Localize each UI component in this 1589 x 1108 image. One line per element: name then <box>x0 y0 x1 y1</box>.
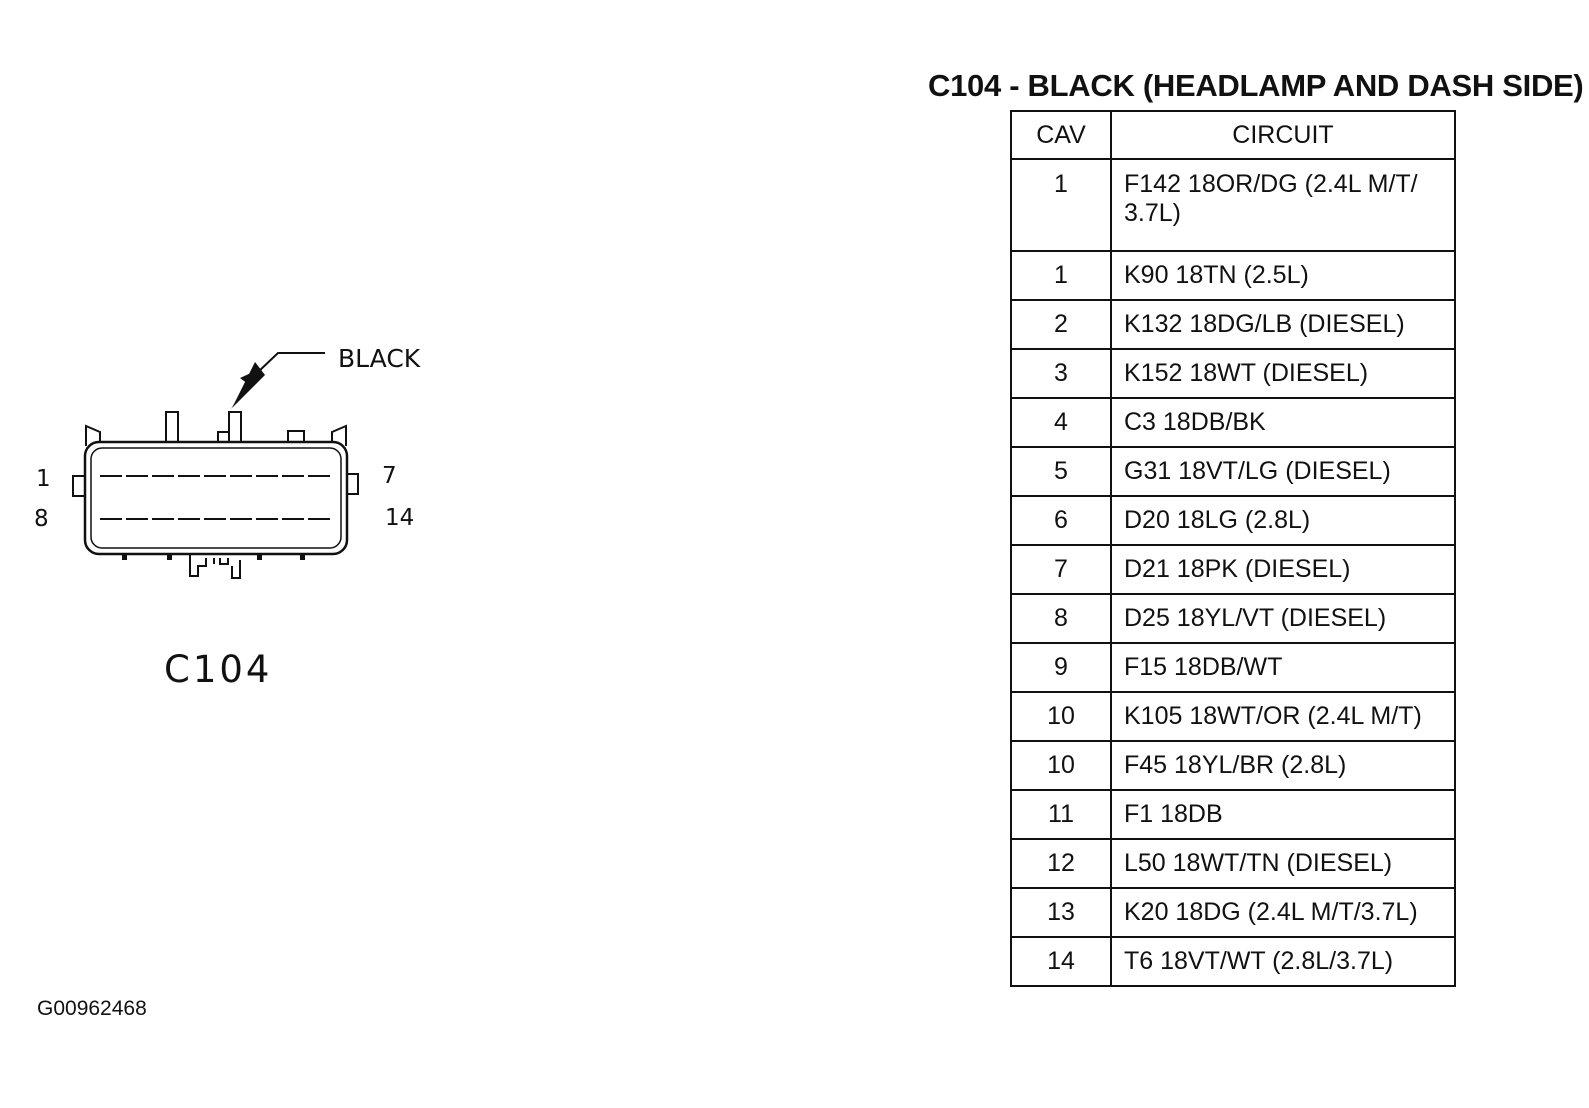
cell-cav: 10 <box>1010 691 1112 742</box>
cell-circuit: K105 18WT/OR (2.4L M/T) <box>1110 691 1456 742</box>
cell-cav: 3 <box>1010 348 1112 399</box>
cell-cav: 7 <box>1010 544 1112 595</box>
cell-circuit: F15 18DB/WT <box>1110 642 1456 693</box>
cell-circuit: T6 18VT/WT (2.8L/3.7L) <box>1110 936 1456 987</box>
cell-circuit: K132 18DG/LB (DIESEL) <box>1110 299 1456 350</box>
cell-cav: 5 <box>1010 446 1112 497</box>
cell-cav: 1 <box>1010 250 1112 301</box>
cell-cav: 11 <box>1010 789 1112 840</box>
connector-name: C104 <box>164 648 273 691</box>
connector-face <box>90 447 342 549</box>
leader-line <box>257 352 325 373</box>
connector-diagram <box>72 352 359 579</box>
cell-circuit: G31 18VT/LG (DIESEL) <box>1110 446 1456 497</box>
bottom-pin <box>122 554 127 560</box>
pin-label-top-left: 1 <box>36 466 51 492</box>
cell-cav: 4 <box>1010 397 1112 448</box>
cell-circuit: F45 18YL/BR (2.8L) <box>1110 740 1456 791</box>
latch-tab <box>228 411 242 445</box>
cell-circuit: C3 18DB/BK <box>1110 397 1456 448</box>
cell-cav: 2 <box>1010 299 1112 350</box>
cell-circuit: F1 18DB <box>1110 789 1456 840</box>
leader-arrowhead <box>232 362 265 408</box>
table-header-row: CAV CIRCUIT <box>1010 110 1456 160</box>
connector-color-label: BLACK <box>338 344 421 373</box>
cell-circuit: F142 18OR/DG (2.4L M/T/ 3.7L) <box>1110 158 1456 252</box>
pin-label-bottom-left: 8 <box>34 506 49 532</box>
cell-cav: 8 <box>1010 593 1112 644</box>
cell-cav: 13 <box>1010 887 1112 938</box>
pin-label-top-right: 7 <box>382 463 397 489</box>
cell-circuit: D25 18YL/VT (DIESEL) <box>1110 593 1456 644</box>
cell-cav: 6 <box>1010 495 1112 546</box>
header-cav: CAV <box>1010 110 1112 160</box>
cell-circuit: K90 18TN (2.5L) <box>1110 250 1456 301</box>
table-title: C104 - BLACK (HEADLAMP AND DASH SIDE) <box>928 68 1584 103</box>
cell-circuit: D21 18PK (DIESEL) <box>1110 544 1456 595</box>
cell-circuit: K20 18DG (2.4L M/T/3.7L) <box>1110 887 1456 938</box>
latch-tab <box>165 411 179 445</box>
pin-label-bottom-right: 14 <box>385 505 415 531</box>
bottom-pin <box>300 554 305 560</box>
connector-body <box>83 440 349 556</box>
bottom-pin <box>167 554 172 560</box>
bottom-pin <box>257 554 262 560</box>
cell-circuit: D20 18LG (2.8L) <box>1110 495 1456 546</box>
cell-cav: 12 <box>1010 838 1112 889</box>
cell-cav: 14 <box>1010 936 1112 987</box>
cell-cav: 1 <box>1010 158 1112 252</box>
cell-circuit: K152 18WT (DIESEL) <box>1110 348 1456 399</box>
cell-cav: 10 <box>1010 740 1112 791</box>
header-circuit: CIRCUIT <box>1110 110 1456 160</box>
cell-cav: 9 <box>1010 642 1112 693</box>
cell-circuit: L50 18WT/TN (DIESEL) <box>1110 838 1456 889</box>
bottom-terminals <box>189 554 241 579</box>
image-id-label: G00962468 <box>37 997 147 1020</box>
